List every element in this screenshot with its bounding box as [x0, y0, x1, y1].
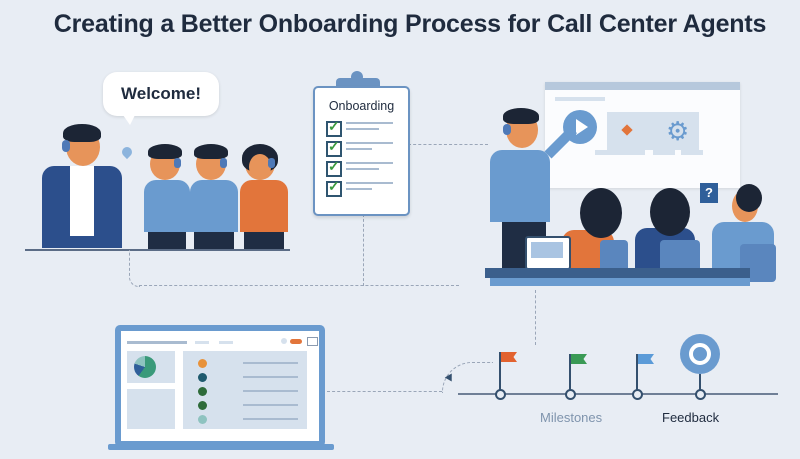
checkbox-checked	[326, 138, 342, 157]
timeline-node	[695, 389, 706, 400]
question-icon: ?	[700, 183, 718, 203]
checkbox-checked	[326, 158, 342, 177]
page-title: Creating a Better Onboarding Process for…	[53, 10, 767, 38]
chart-card	[127, 351, 175, 383]
welcome-floor-line	[25, 249, 290, 251]
pie-chart-icon	[134, 356, 156, 378]
gear-icon: ⚙	[666, 116, 690, 146]
headset-icon	[220, 158, 227, 168]
status-dot	[198, 401, 207, 410]
connector-checklist-right	[408, 144, 488, 145]
connector-training-down	[535, 290, 536, 345]
checkbox-checked	[326, 178, 342, 197]
headset-icon	[268, 158, 275, 168]
timeline-node	[495, 389, 506, 400]
drop-icon	[119, 144, 135, 160]
training-desk-front	[490, 278, 750, 286]
status-dot	[198, 373, 207, 382]
laptop-base	[108, 444, 334, 450]
status-dot	[198, 415, 207, 424]
connector-welcome-down	[129, 250, 140, 287]
notification-badge	[290, 339, 302, 344]
checklist-title: Onboarding	[328, 99, 395, 113]
timeline-node	[565, 389, 576, 400]
milestone-flag-orange	[501, 352, 517, 362]
welcome-speech-bubble: Welcome!	[103, 72, 219, 125]
timeline-node	[632, 389, 643, 400]
connector-laptop-right	[327, 391, 442, 392]
milestone-flag-blue	[638, 354, 654, 364]
feedback-label: Feedback	[662, 410, 720, 425]
info-card	[127, 389, 175, 429]
headset-icon	[503, 124, 511, 135]
dashboard-laptop	[115, 325, 325, 447]
milestones-label: Milestones	[540, 410, 603, 425]
training-desk	[485, 268, 750, 278]
checkbox-checked	[326, 118, 342, 137]
onboarding-checklist: Onboarding	[313, 86, 410, 216]
milestone-flag-green	[571, 354, 587, 364]
welcome-text: Welcome!	[121, 84, 201, 103]
connector-checklist-down	[363, 214, 364, 286]
status-dot	[198, 359, 207, 368]
status-dot	[198, 387, 207, 396]
connector-horizontal	[139, 285, 459, 286]
milestone-timeline	[458, 393, 778, 395]
task-list-card	[183, 351, 307, 429]
feedback-cycle-icon	[680, 334, 720, 374]
headset-icon	[174, 158, 181, 168]
headset-icon	[62, 140, 70, 152]
